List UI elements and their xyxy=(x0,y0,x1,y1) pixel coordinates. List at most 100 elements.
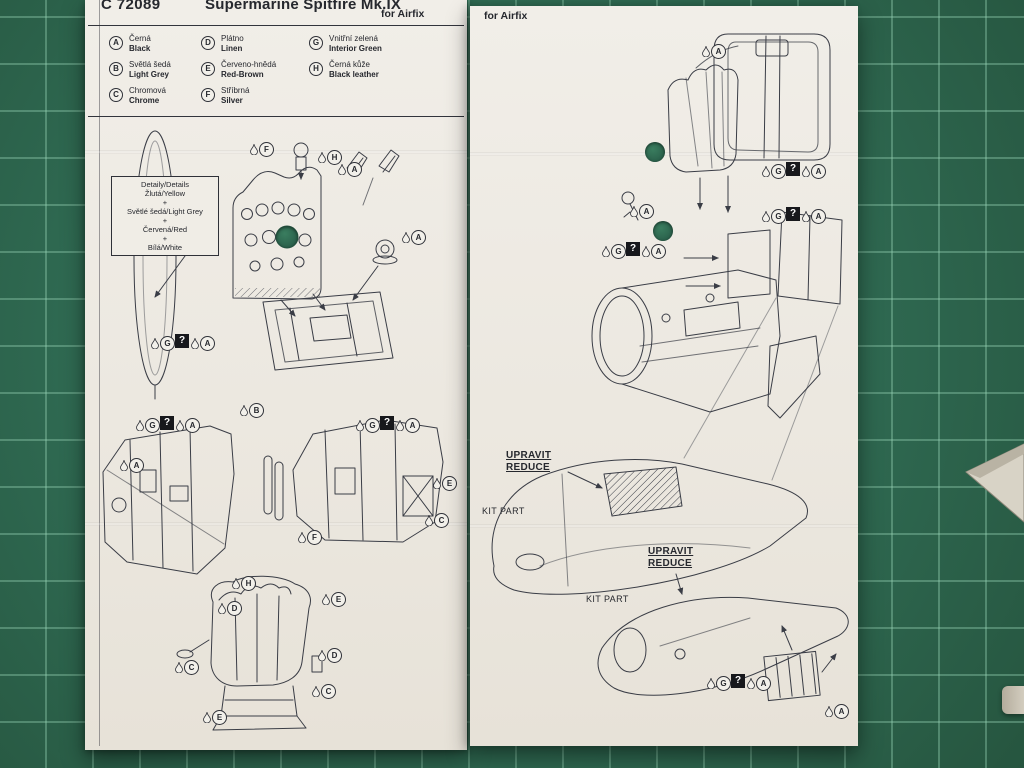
right-diagrams xyxy=(491,33,849,702)
paint-callout: F xyxy=(298,530,322,545)
paint-drop-icon xyxy=(702,46,710,57)
note-line: + xyxy=(162,198,168,207)
pe-part-marker: ? xyxy=(786,207,800,221)
legend-color-czech: Černá kůže xyxy=(329,60,370,69)
paint-drop-icon xyxy=(191,338,199,349)
paint-callout: A xyxy=(747,676,771,691)
paint-drop-icon xyxy=(707,678,715,689)
paint-callout: A xyxy=(120,458,144,473)
paint-drop-icon xyxy=(322,594,330,605)
legend-color-czech: Černá xyxy=(129,34,151,43)
note-line: + xyxy=(162,234,168,243)
paint-callout: G xyxy=(151,336,175,351)
legend-letter-badge: D xyxy=(201,36,215,50)
legend-color-english: Red-Brown xyxy=(221,69,264,79)
paint-drop-icon xyxy=(762,211,770,222)
punched-hole xyxy=(276,226,298,248)
paint-callout: D xyxy=(318,648,342,663)
reduce-text: REDUCE xyxy=(506,462,551,473)
legend-color-czech: Červeno-hnědá xyxy=(221,60,277,69)
paint-drop-icon xyxy=(232,578,240,589)
paint-drop-icon xyxy=(425,515,433,526)
product-title: Supermarine Spitfire Mk.IX xyxy=(205,0,402,13)
paint-callout: A xyxy=(802,164,826,179)
paint-drop-icon xyxy=(802,211,810,222)
paint-drop-icon xyxy=(338,164,346,175)
paint-drop-icon xyxy=(176,420,184,431)
paint-drop-icon xyxy=(318,152,326,163)
note-line: Žlutá/Yellow xyxy=(144,189,186,198)
paint-drop-icon xyxy=(602,246,610,257)
legend-color-english: Linen xyxy=(221,43,243,53)
punched-hole xyxy=(653,221,673,241)
upravit-text: UPRAVIT xyxy=(506,450,552,461)
legend-item: F Stříbrná Silver xyxy=(201,86,309,106)
paint-drop-icon xyxy=(240,405,248,416)
paint-drop-icon xyxy=(120,460,128,471)
legend-color-czech: Plátno xyxy=(221,34,244,43)
legend-color-czech: Světlá šedá xyxy=(129,60,171,69)
paint-drop-icon xyxy=(250,144,258,155)
paint-drop-icon xyxy=(356,420,364,431)
note-line: Světlé šedá/Light Grey xyxy=(127,207,203,216)
legend-color-english: Black leather xyxy=(329,69,379,79)
paint-drop-icon xyxy=(312,686,320,697)
legend-item: D Plátno Linen xyxy=(201,34,309,54)
header-rule xyxy=(88,25,464,26)
legend-color-english: Light Grey xyxy=(129,69,170,79)
paint-callout: G xyxy=(356,418,380,433)
paint-callout: D xyxy=(218,601,242,616)
instruction-sheet-left: C 72089 Supermarine Spitfire Mk.IX for A… xyxy=(85,0,467,750)
legend-item: A Černá Black xyxy=(109,34,201,54)
legend-letter-badge: F xyxy=(201,88,215,102)
paint-drop-icon xyxy=(762,166,770,177)
paint-callout: F xyxy=(250,142,274,157)
pe-part-marker: ? xyxy=(175,334,189,348)
page-border-line xyxy=(99,0,100,746)
paint-callout: A xyxy=(191,336,215,351)
legend-item: E Červeno-hnědá Red-Brown xyxy=(201,60,309,80)
legend-letter-badge: E xyxy=(201,62,215,76)
paint-callout: A xyxy=(642,244,666,259)
product-code: C 72089 xyxy=(101,0,161,13)
paint-drop-icon xyxy=(402,232,410,243)
knife-blade xyxy=(965,443,1024,523)
note-line: + xyxy=(162,216,168,225)
upravit-text: UPRAVIT xyxy=(648,546,694,557)
paint-drop-icon xyxy=(433,478,441,489)
pe-part-marker: ? xyxy=(786,162,800,176)
paint-callout: A xyxy=(825,704,849,719)
paint-callout: H xyxy=(318,150,342,165)
kit-part-label: KIT PART xyxy=(586,594,629,604)
legend-item: H Černá kůže Black leather xyxy=(309,60,447,80)
paint-drop-icon xyxy=(630,206,638,217)
paint-callout: H xyxy=(232,576,256,591)
legend-letter-badge: C xyxy=(109,88,123,102)
paint-drop-icon xyxy=(203,712,211,723)
paint-callout: G xyxy=(602,244,626,259)
paint-callout: A xyxy=(176,418,200,433)
legend-rule xyxy=(88,116,464,117)
note-line: Červená/Red xyxy=(142,225,188,234)
left-diagrams xyxy=(102,130,444,731)
legend-color-czech: Vnitřní zelená xyxy=(329,34,378,43)
for-airfix-label: for Airfix xyxy=(484,10,528,22)
note-line: Detaily/Details xyxy=(141,180,189,189)
paint-drop-icon xyxy=(396,420,404,431)
pe-part-marker: ? xyxy=(626,242,640,256)
paint-callout: G xyxy=(762,164,786,179)
paint-drop-icon xyxy=(136,420,144,431)
paint-callout: A xyxy=(802,209,826,224)
paint-callout: E xyxy=(433,476,457,491)
for-airfix-label: for Airfix xyxy=(381,8,425,20)
paint-callout: A xyxy=(338,162,362,177)
legend-item: G Vnitřní zelená Interior Green xyxy=(309,34,447,54)
tool-fragment xyxy=(1002,686,1024,714)
paint-callout: E xyxy=(322,592,346,607)
upravit-reduce-label: UPRAVIT REDUCE xyxy=(648,546,693,570)
paint-callout: G xyxy=(707,676,731,691)
note-line: Bílá/White xyxy=(147,243,183,252)
paint-callout: B xyxy=(240,403,264,418)
paint-callout: A xyxy=(702,44,726,59)
